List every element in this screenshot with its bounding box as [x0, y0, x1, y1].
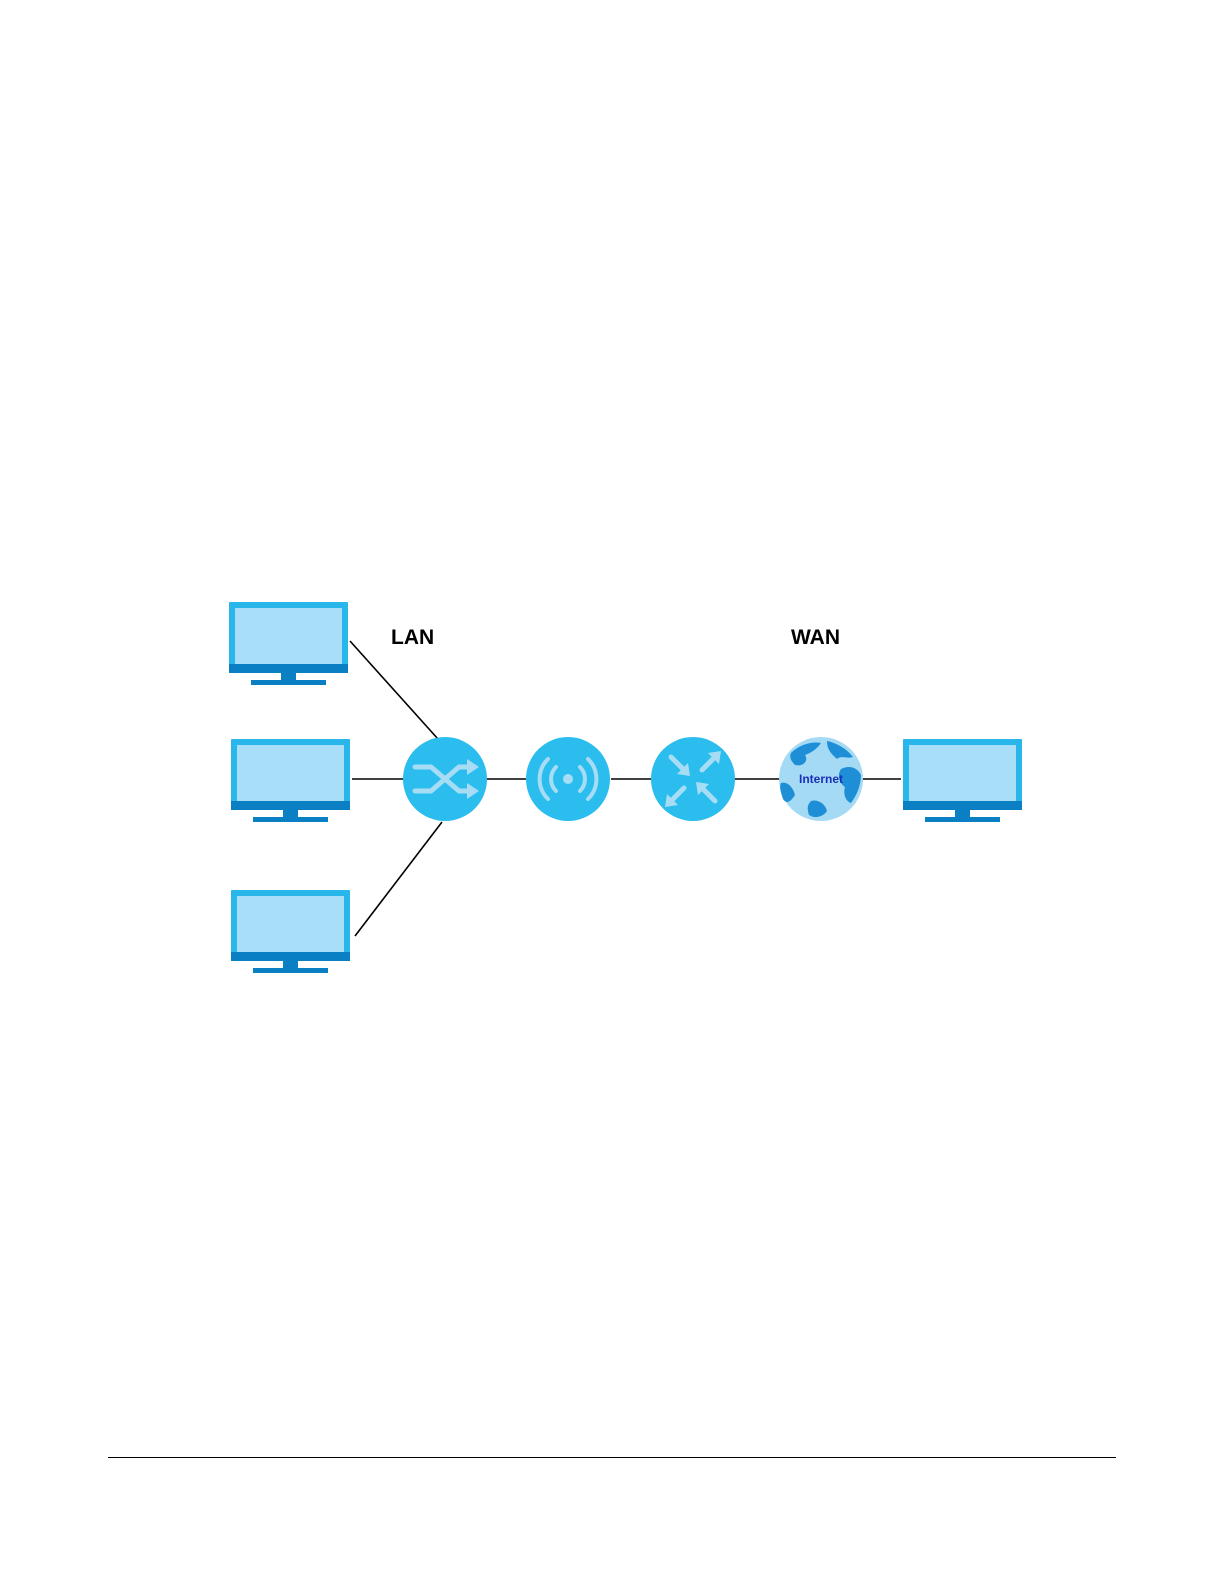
link-pc-top-switch: [350, 641, 438, 739]
monitor-icon: [231, 890, 350, 973]
link-pc-bottom-switch: [355, 822, 442, 936]
wireless-icon: [526, 737, 610, 821]
monitor-icon: [231, 739, 350, 822]
router-icon: [651, 737, 735, 821]
monitor-icon: [903, 739, 1022, 822]
globe-icon: Internet: [779, 737, 863, 821]
internet-label: Internet: [799, 772, 843, 786]
monitor-icon: [229, 602, 348, 685]
lan-label: LAN: [391, 626, 434, 649]
footer-rule: [108, 1457, 1116, 1458]
wan-label: WAN: [791, 626, 840, 649]
switch-icon: [403, 737, 487, 821]
